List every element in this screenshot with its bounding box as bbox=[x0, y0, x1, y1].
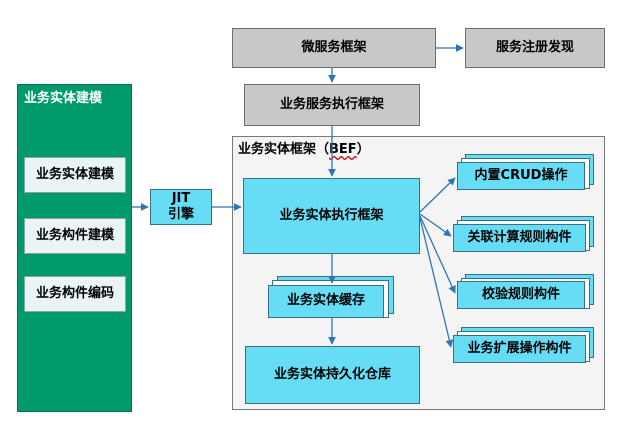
bef-title-abbr: BEF bbox=[329, 142, 357, 157]
bef-title: 业务实体框架（BEF） bbox=[238, 138, 370, 157]
component-coding-item: 业务构件编码 bbox=[24, 276, 126, 312]
service-registry-label: 服务注册发现 bbox=[495, 39, 574, 55]
modeling-panel-title: 业务实体建模 bbox=[24, 91, 103, 106]
crud-component-box: 内置CRUD操作 bbox=[457, 162, 585, 190]
calc-rule-component-box: 关联计算规则构件 bbox=[453, 224, 586, 252]
microservice-framework-label: 微服务框架 bbox=[301, 39, 367, 55]
persistence-repo-label: 业务实体持久化仓库 bbox=[273, 366, 391, 382]
entity-modeling-label: 业务实体建模 bbox=[35, 166, 114, 182]
jit-engine-line2: 引擎 bbox=[167, 207, 194, 222]
crud-component-label: 内置CRUD操作 bbox=[474, 167, 568, 183]
persistence-repo-box: 业务实体持久化仓库 bbox=[245, 346, 420, 404]
microservice-framework-box: 微服务框架 bbox=[232, 28, 436, 68]
validation-component-label: 校验规则构件 bbox=[481, 286, 560, 302]
component-coding-label: 业务构件编码 bbox=[35, 285, 114, 301]
extension-component-box: 业务扩展操作构件 bbox=[453, 335, 586, 363]
entity-cache-label: 业务实体缓存 bbox=[286, 293, 365, 309]
service-registry-box: 服务注册发现 bbox=[465, 28, 605, 68]
extension-component-label: 业务扩展操作构件 bbox=[467, 340, 572, 356]
component-modeling-item: 业务构件建模 bbox=[24, 218, 126, 254]
service-exec-framework-label: 业务服务执行框架 bbox=[279, 96, 384, 112]
bef-title-suffix: ） bbox=[356, 142, 370, 157]
service-exec-framework-box: 业务服务执行框架 bbox=[244, 84, 420, 126]
entity-exec-framework-label: 业务实体执行框架 bbox=[279, 207, 384, 223]
jit-engine-box: JIT 引擎 bbox=[150, 189, 212, 225]
calc-rule-component-label: 关联计算规则构件 bbox=[467, 229, 572, 245]
jit-engine-line1: JIT bbox=[171, 190, 191, 206]
validation-component-box: 校验规则构件 bbox=[457, 281, 585, 309]
entity-modeling-item: 业务实体建模 bbox=[24, 157, 126, 193]
component-modeling-label: 业务构件建模 bbox=[35, 227, 114, 243]
bef-title-prefix: 业务实体框架（ bbox=[238, 142, 330, 157]
entity-cache-box: 业务实体缓存 bbox=[268, 285, 384, 318]
entity-exec-framework-box: 业务实体执行框架 bbox=[243, 178, 420, 254]
